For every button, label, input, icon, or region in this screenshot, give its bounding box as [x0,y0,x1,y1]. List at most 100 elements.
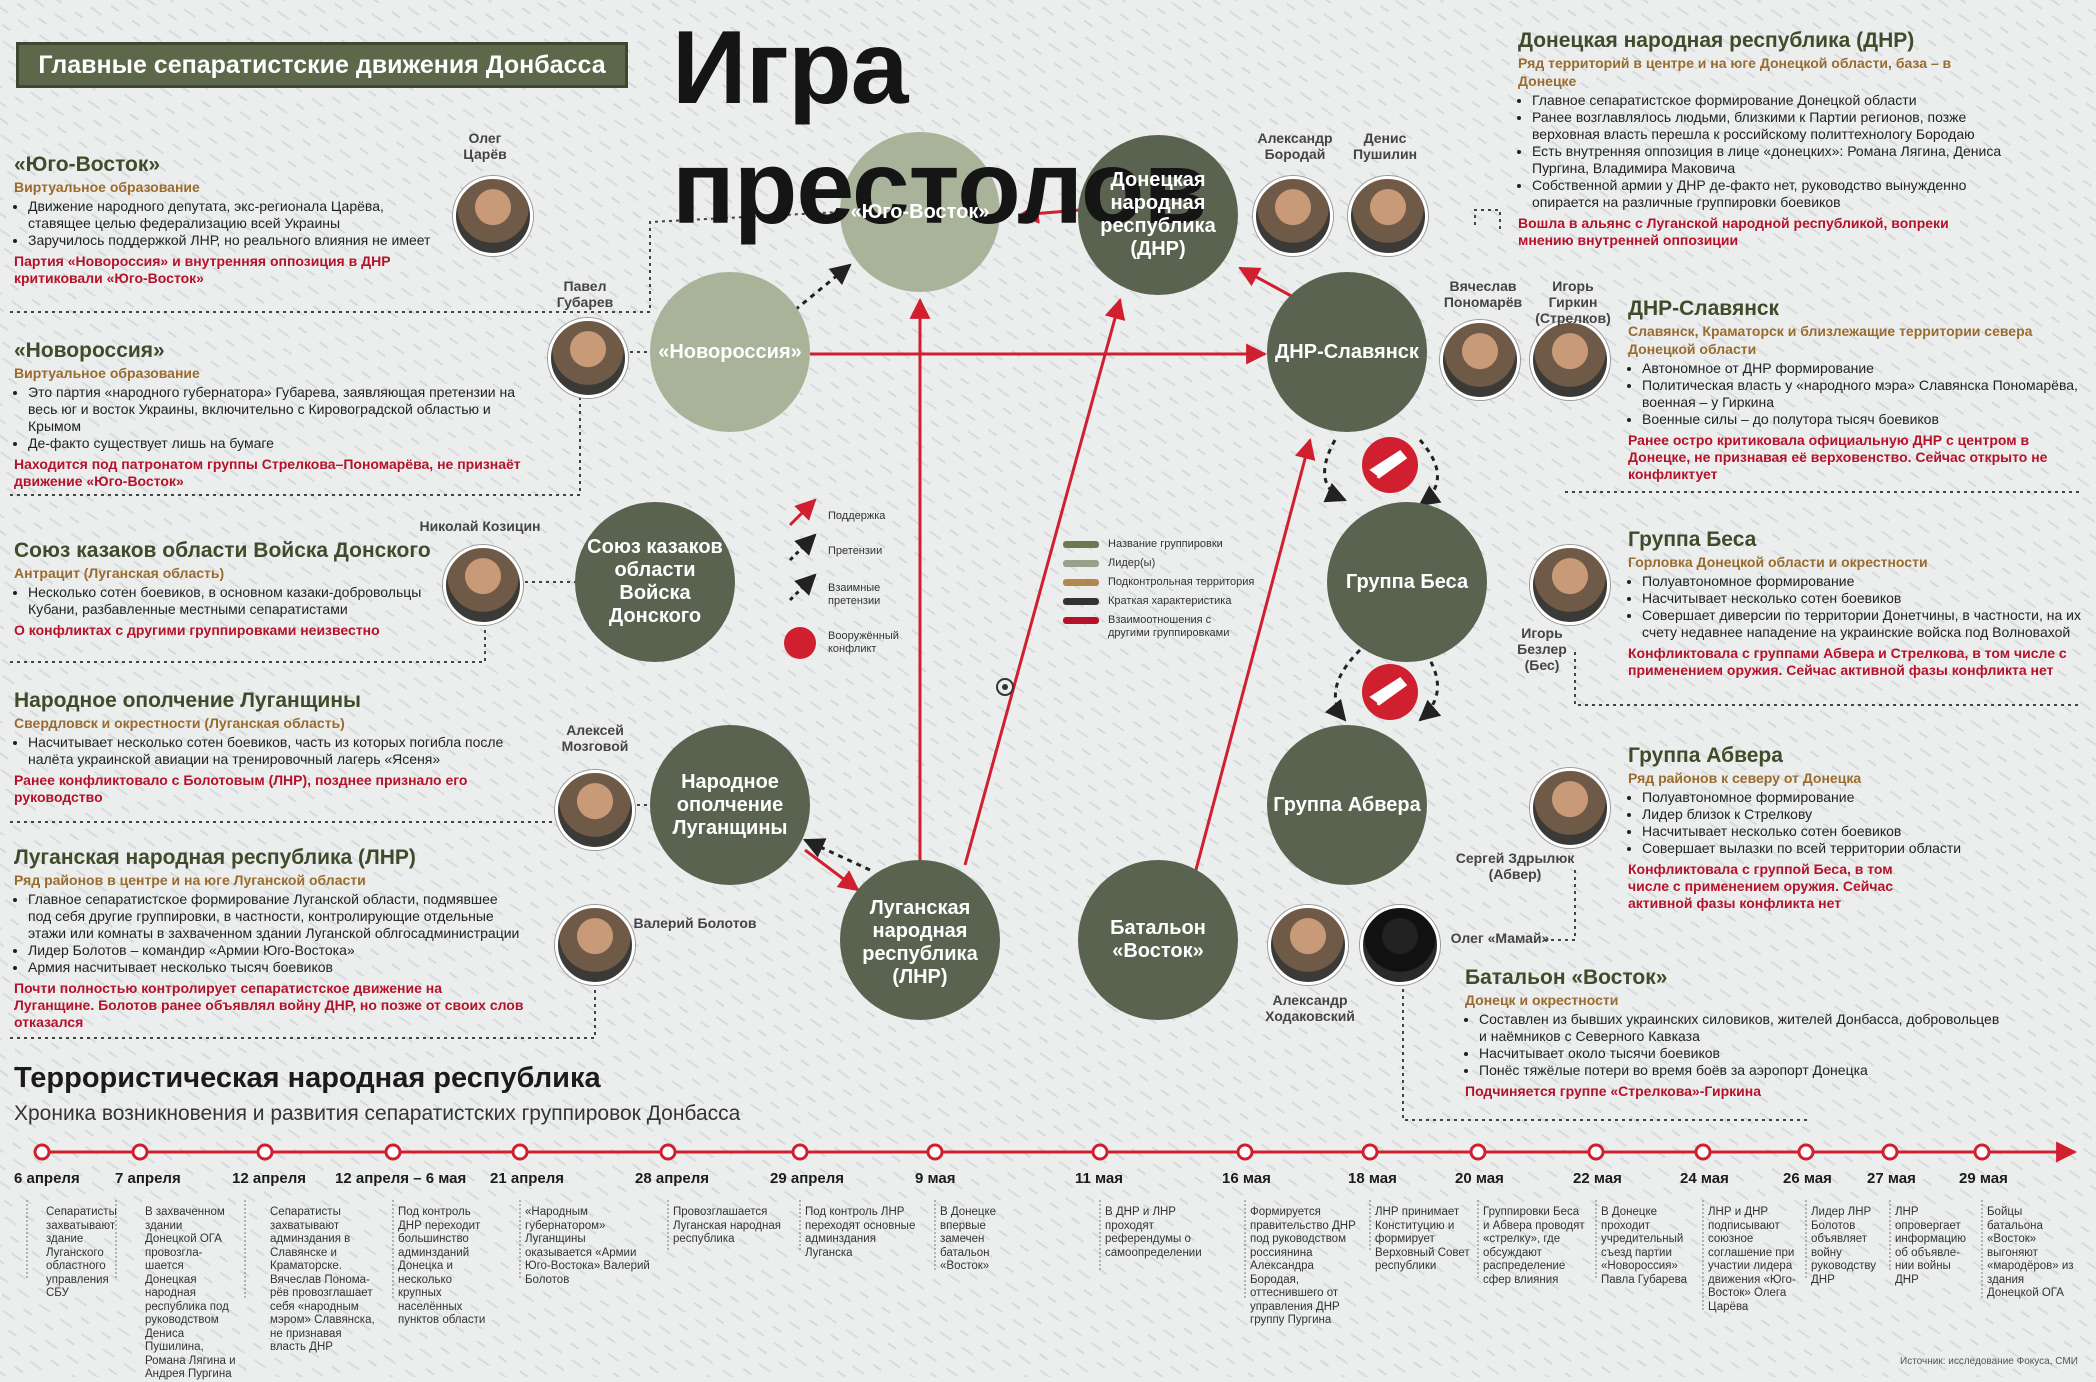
timeline-date: 16 мая [1222,1170,1271,1187]
block-title: Батальон «Восток» [1465,966,1668,989]
timeline-title: Террористическая народная республика [14,1062,601,1094]
name-boroday: Александр Бородай [1257,130,1333,162]
block-title: «Новороссия» [14,339,165,362]
legend-claims: Претензии [828,545,883,557]
name-mamay: Олег «Мамай» [1450,930,1550,946]
timeline-date: 7 апреля [115,1170,181,1187]
avatar-tsarev [453,176,533,256]
node-yugo-vostok[interactable]: «Юго-Восток» [850,200,990,223]
name-tsarev: Олег Царёв [463,130,507,162]
list-item: Полуавтономное формирование [1642,789,2048,806]
block-novorossiya: «Новороссия» Виртуальное образование Это… [14,338,534,490]
block-territory: Свердловск и окрестности (Луганская обла… [14,715,345,731]
block-relations: Конфликтовала с группой Беса, в том числ… [1628,861,1894,911]
block-title: Донецкая народная республика (ДНР) [1518,29,1915,52]
node-batalon-vostok[interactable]: Батальон «Восток» [1110,917,1206,962]
timeline-event: В Донецке впервые замечен батальон «Вост… [940,1206,997,1272]
avatar-zdrylyuk [1530,768,1610,848]
block-dnr: Донецкая народная республика (ДНР) Ряд т… [1518,28,2008,249]
node-dnr-slavyansk[interactable]: ДНР-Славянск [1275,340,1419,363]
block-territory: Славянск, Краматорск и близлежащие терри… [1628,323,2033,357]
timeline-date: 29 мая [1959,1170,2008,1187]
timeline-date: 20 мая [1455,1170,1504,1187]
avatar-girkin [1530,320,1610,400]
list-item: Насчитывает несколько сотен боевиков [1642,590,2083,607]
avatar-pushilin [1348,176,1428,256]
avatar-boroday [1253,176,1333,256]
block-abvera: Группа Абвера Ряд районов к северу от До… [1628,743,2048,912]
timeline-event: В захваченном здании Донецкой ОГА провоз… [145,1206,236,1380]
block-title: Луганская народная республика (ЛНР) [14,846,416,869]
name-bezler: Игорь Безлер (Бес) [1517,625,1567,673]
block-relations: О конфликтах с другими группировками неи… [14,622,380,638]
block-territory: Ряд территорий в центре и на юге Донецко… [1518,55,1952,89]
block-relations: Вошла в альянс с Луганской народной респ… [1518,215,1949,248]
timeline-date: 21 апреля [490,1170,565,1187]
timeline-event: В Донецке проходит учредительный съезд п… [1601,1206,1688,1286]
block-relations: Почти полностью контролирует сепаратистс… [14,980,524,1030]
avatar-mamay [1360,905,1440,985]
list-item: Насчитывает около тысячи боевиков [1479,1045,2005,1062]
list-item: Главное сепаратистское формирование Доне… [1532,92,2008,109]
section-tag: Главные сепаратистские движения Донбасса [16,42,628,88]
block-territory: Горловка Донецкой области и окрестности [1628,554,1928,570]
block-slavyansk: ДНР-Славянск Славянск, Краматорск и близ… [1628,296,2083,483]
avatar-bolotov [555,905,635,985]
timeline-event: ЛНР и ДНР подписывают союзное соглашение… [1708,1206,1796,1313]
list-item: Движение народного депутата, экс-региона… [28,198,434,232]
node-lnr[interactable]: Луганская народная республика (ЛНР) [862,896,978,988]
legend-brief: Краткая характеристика [1108,595,1232,607]
block-territory: Антрацит (Луганская область) [14,565,225,581]
legend-territory: Подконтрольная территория [1108,576,1255,588]
name-zdrylyuk: Сергей Здрылюк (Абвер) [1455,850,1575,882]
node-gruppa-abvera[interactable]: Группа Абвера [1273,793,1421,816]
timeline-date: 22 мая [1573,1170,1622,1187]
block-vostok: Батальон «Восток» Донецк и окрестности С… [1465,965,2005,1100]
timeline-date: 29 апреля [770,1170,845,1187]
block-relations: Находится под патронатом группы Стрелков… [14,456,521,489]
list-item: Совершает вылазки по всей территории обл… [1642,840,2048,857]
block-relations: Подчиняется группе «Стрелкова»-Гиркина [1465,1083,1761,1099]
node-novorossiya[interactable]: «Новороссия» [658,340,802,363]
name-pushilin: Денис Пушилин [1352,130,1418,162]
page-title: Игра престолов [672,10,1207,246]
name-gubarev: Павел Губарев [556,278,614,310]
list-item: Это партия «народного губернатора» Губар… [28,384,534,435]
legend-support: Поддержка [828,510,886,522]
timeline-event: Группировки Беса и Абвера проводят «стре… [1483,1206,1585,1286]
name-girkin: Игорь Гиркин (Стрелков) [1535,278,1611,326]
timeline-date: 18 мая [1348,1170,1397,1187]
timeline-event: Под контроль ДНР переходит большинство а… [398,1206,486,1326]
timeline-event: Лидер ЛНР Болотов объявляет войну руково… [1811,1206,1877,1286]
list-item: Де-факто существует лишь на бумаге [28,435,534,452]
list-item: Составлен из бывших украинских силовиков… [1479,1011,2005,1045]
legend-name: Название группировки [1108,538,1223,550]
avatar-mozgovoy [555,770,635,850]
node-gruppa-besa[interactable]: Группа Беса [1345,570,1469,593]
avatar-gubarev [548,318,628,398]
timeline-event: ЛНР опровергает информацию об объявле­ни… [1895,1206,1966,1286]
block-title: Союз казаков области Войска Донского [14,539,431,562]
list-item: Насчитывает несколько сотен боевиков, ча… [28,734,544,768]
timeline-date: 28 апреля [635,1170,710,1187]
block-title: ДНР-Славянск [1628,297,1780,320]
name-ponomarev: Вячеслав Пономарёв [1443,278,1523,310]
legend-mutual: Взаимные претензии [828,582,881,607]
node-dnr[interactable]: Донецкая народная республика (ДНР) [1100,169,1216,260]
node-opolchenie[interactable]: Народное ополчение Луганщины [672,770,788,839]
block-yugo-vostok: «Юго-Восток» Виртуальное образование Дви… [14,152,434,287]
block-relations: Ранее остро критиковала официальную ДНР … [1628,432,2048,482]
list-item: Политическая власть у «народного мэра» С… [1642,377,2083,411]
list-item: Военные силы – до полутора тысяч боевико… [1642,411,2083,428]
source-note: Источник: исследование Фокуса, СМИ [1900,1356,2078,1367]
block-besa: Группа Беса Горловка Донецкой области и … [1628,527,2083,679]
block-territory: Виртуальное образование [14,365,200,381]
node-kazaki[interactable]: Союз казаков области Войска Донского [587,536,723,627]
list-item: Понёс тяжёлые потери во время боёв за аэ… [1479,1062,2005,1079]
timeline-event: Формируется правительство ДНР под руково… [1250,1206,1356,1326]
timeline-date: 26 мая [1783,1170,1832,1187]
avatar-kozitsyn [443,545,523,625]
legend-leaders: Лидер(ы) [1108,557,1156,569]
avatar-ponomarev [1440,320,1520,400]
block-title: Группа Беса [1628,528,1757,551]
